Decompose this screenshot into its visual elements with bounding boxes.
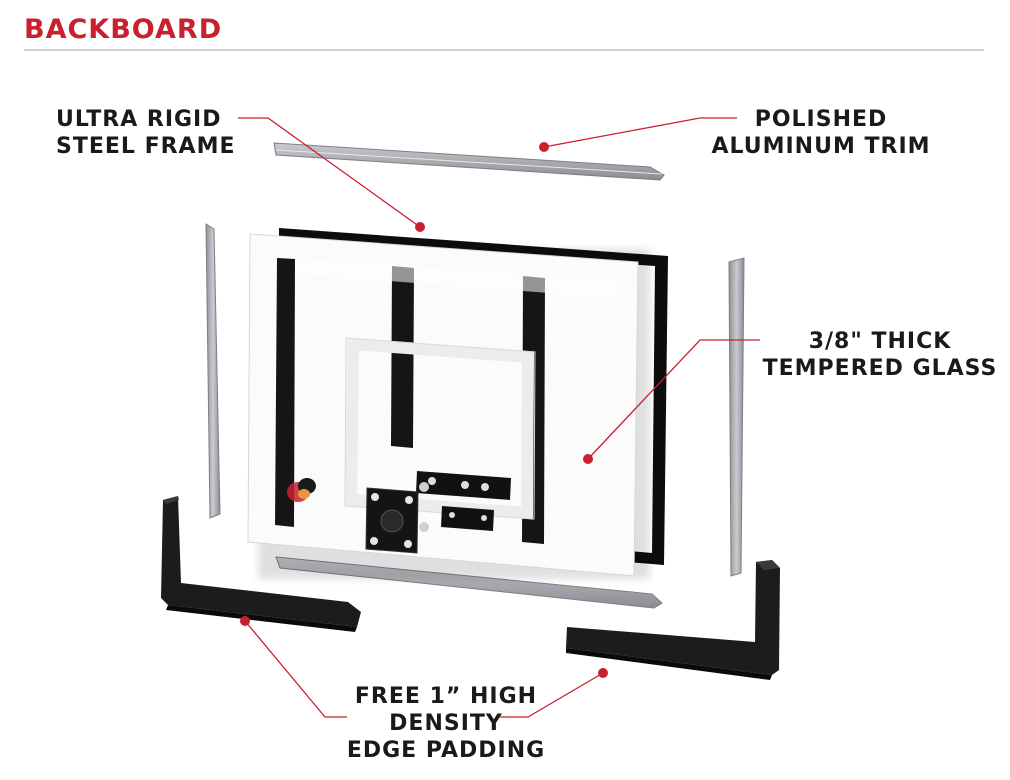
leader-padding-left <box>244 620 347 718</box>
callout-aluminum-trim: POLISHED ALUMINUM TRIM <box>706 106 936 160</box>
leader-frame <box>238 117 421 228</box>
page-title: BACKBOARD <box>24 14 223 45</box>
tempered-glass-panel <box>247 233 650 579</box>
aluminum-trim-top <box>273 142 665 181</box>
aluminum-trim-left <box>205 223 221 519</box>
callout-steel-frame-line1: ULTRA RIGID <box>56 107 222 132</box>
title-divider <box>24 49 984 51</box>
callout-steel-frame-line2: STEEL FRAME <box>56 134 236 159</box>
aluminum-trim-right <box>728 257 745 577</box>
brand-logo <box>287 478 316 502</box>
callout-edge-padding-line2: DENSITY <box>389 711 503 736</box>
edge-padding-left <box>161 496 361 632</box>
leader-dot-glass <box>583 454 593 464</box>
callout-tempered-glass-line2: TEMPERED GLASS <box>762 356 998 381</box>
leader-trim <box>543 117 737 148</box>
callout-edge-padding-line3: EDGE PADDING <box>346 738 546 763</box>
leader-dot-padding-right <box>598 668 608 678</box>
leader-dots <box>240 142 608 678</box>
callout-tempered-glass: 3/8" THICK TEMPERED GLASS <box>758 328 1002 382</box>
callout-steel-frame: ULTRA RIGID STEEL FRAME <box>56 106 236 160</box>
callout-aluminum-trim-line2: ALUMINUM TRIM <box>711 134 931 159</box>
callout-edge-padding: FREE 1” HIGH DENSITY EDGE PADDING <box>326 683 566 764</box>
callout-tempered-glass-line1: 3/8" THICK <box>808 329 952 354</box>
callout-edge-padding-line1: FREE 1” HIGH <box>354 684 538 709</box>
leader-dot-trim <box>539 142 549 152</box>
callout-aluminum-trim-line1: POLISHED <box>754 107 888 132</box>
edge-padding-right <box>566 560 780 680</box>
leader-dot-frame <box>415 222 425 232</box>
leader-glass <box>587 339 760 460</box>
leader-padding-right <box>500 672 604 718</box>
leader-lines <box>238 117 760 718</box>
leader-dot-padding-left <box>240 616 250 626</box>
